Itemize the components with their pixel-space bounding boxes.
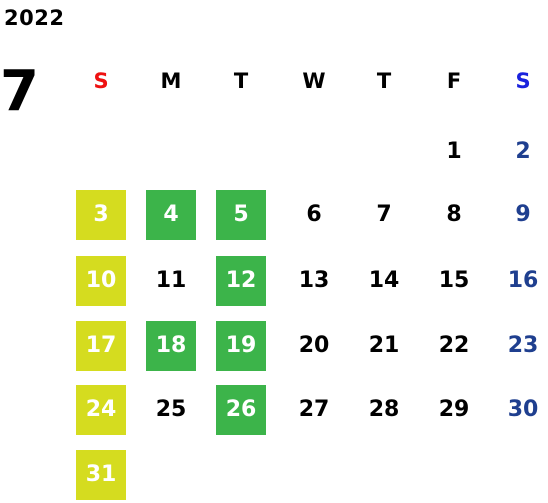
day-cell-6[interactable]: 6 (306, 202, 322, 227)
weekday-header-tue: T (233, 69, 249, 93)
day-cell-18[interactable]: 18 (146, 321, 196, 371)
day-cell-10[interactable]: 10 (76, 256, 126, 306)
day-cell-3[interactable]: 3 (76, 190, 126, 240)
day-cell-20[interactable]: 20 (298, 333, 330, 358)
day-cell-5[interactable]: 5 (216, 190, 266, 240)
weekday-header-thu: T (376, 69, 392, 93)
day-cell-25[interactable]: 25 (155, 397, 187, 422)
month-number: 7 (0, 59, 39, 124)
weekday-header-sun: S (93, 69, 109, 93)
day-cell-19[interactable]: 19 (216, 321, 266, 371)
weekday-header-mon: M (160, 69, 182, 93)
day-cell-24[interactable]: 24 (76, 385, 126, 435)
weekday-header-sat: S (515, 69, 531, 93)
day-cell-14[interactable]: 14 (368, 268, 400, 293)
day-cell-12[interactable]: 12 (216, 256, 266, 306)
day-cell-23[interactable]: 23 (507, 333, 539, 358)
day-cell-9[interactable]: 9 (515, 202, 531, 227)
day-cell-15[interactable]: 15 (438, 268, 470, 293)
year-label: 2022 (4, 6, 65, 30)
weekday-header-fri: F (446, 69, 462, 93)
day-cell-28[interactable]: 28 (368, 397, 400, 422)
day-cell-7[interactable]: 7 (376, 202, 392, 227)
day-cell-16[interactable]: 16 (507, 268, 539, 293)
day-cell-2[interactable]: 2 (515, 139, 531, 164)
day-cell-30[interactable]: 30 (507, 397, 539, 422)
day-cell-13[interactable]: 13 (298, 268, 330, 293)
day-cell-22[interactable]: 22 (438, 333, 470, 358)
day-cell-29[interactable]: 29 (438, 397, 470, 422)
day-cell-1[interactable]: 1 (446, 139, 462, 164)
day-cell-4[interactable]: 4 (146, 190, 196, 240)
day-cell-11[interactable]: 11 (155, 268, 187, 293)
day-cell-31[interactable]: 31 (76, 450, 126, 500)
day-cell-17[interactable]: 17 (76, 321, 126, 371)
day-cell-8[interactable]: 8 (446, 202, 462, 227)
day-cell-27[interactable]: 27 (298, 397, 330, 422)
weekday-header-wed: W (302, 69, 326, 93)
day-cell-21[interactable]: 21 (368, 333, 400, 358)
day-cell-26[interactable]: 26 (216, 385, 266, 435)
